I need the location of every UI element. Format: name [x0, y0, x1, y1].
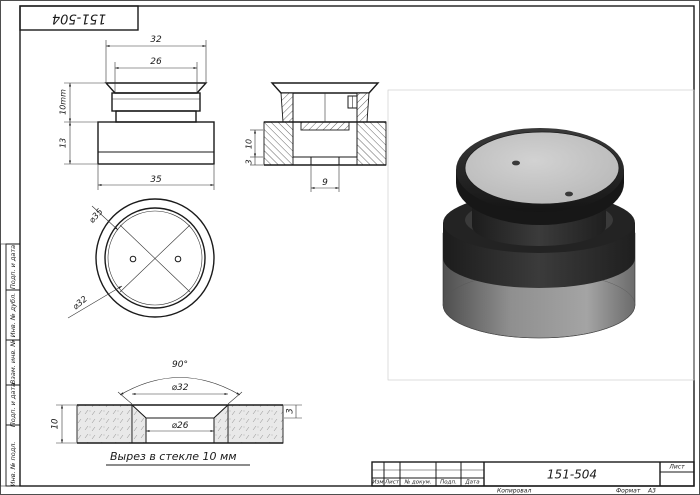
copied-label: Копировал: [497, 488, 531, 495]
format-label: Формат: [616, 488, 641, 495]
dim-top-width: 32: [150, 35, 162, 45]
title-col-list: Лист: [384, 480, 400, 486]
dim-angle: 90°: [172, 360, 188, 370]
stamp-label-1: Подп. и дата: [9, 383, 17, 427]
rotated-code: 151-504: [52, 11, 106, 26]
section-view: 10 3 9: [245, 82, 387, 192]
dim-glass-top-dia: ⌀32: [172, 383, 189, 393]
dim-glass-bottom-dia: ⌀26: [172, 421, 189, 431]
dim-section-height-10: 10: [245, 139, 254, 149]
render-view: [387, 89, 695, 381]
stamp-label-0: Инв. № подл.: [9, 442, 17, 487]
dim-section-height-3: 3: [245, 159, 254, 164]
title-sheet-label: Лист: [668, 464, 685, 471]
stamp-label-4: Подп. и дата: [9, 245, 17, 289]
title-col-docnum: № докум.: [403, 480, 431, 486]
dim-glass-step: 3: [286, 408, 296, 413]
dim-inner-width: 26: [150, 57, 162, 67]
side-view: 32 26 35 10mm 13: [59, 35, 215, 190]
title-designation: 151-504: [547, 468, 597, 482]
dim-lower-height: 13: [59, 138, 68, 148]
rotated-code-box: 151-504: [19, 5, 139, 31]
title-col-date: Дата: [464, 480, 480, 486]
format-value: А3: [647, 488, 656, 495]
glass-cutout-caption: Вырез в стекле 10 мм: [110, 450, 237, 463]
dim-bottom-width: 35: [150, 175, 162, 185]
stamp-label-2: Взам. инв. №: [9, 340, 17, 384]
title-col-sign: Подп.: [440, 480, 457, 486]
dim-hole-9: 9: [322, 178, 328, 188]
title-col-izm: Изм: [372, 480, 383, 486]
side-stamp: Инв. № подл. Подп. и дата Взам. инв. № И…: [0, 243, 21, 487]
glass-cutout-view: 90° ⌀32 ⌀26 10 3 Вырез в стекле 10 мм: [51, 360, 302, 466]
title-block: Изм Лист № докум. Подп. Дата 151-504 Лис…: [371, 461, 695, 495]
dim-upper-height: 10mm: [59, 89, 68, 115]
stamp-label-3: Инв. № дубл.: [9, 293, 17, 337]
dim-glass-thickness: 10: [51, 419, 61, 430]
